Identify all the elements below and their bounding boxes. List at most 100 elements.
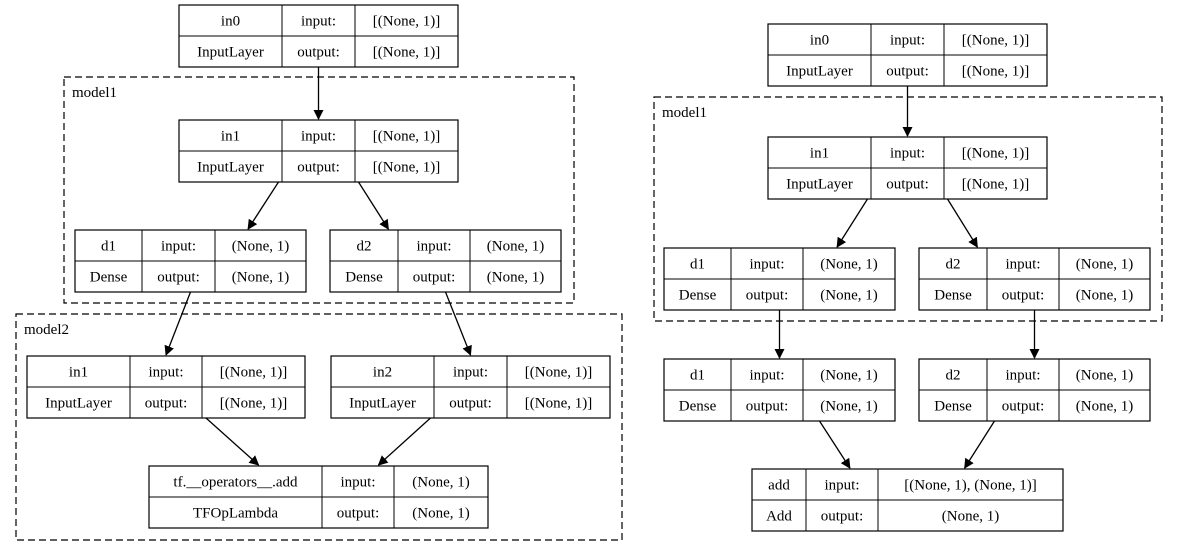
output-label: output: [1002, 288, 1045, 304]
input-shape: (None, 1) [487, 239, 544, 255]
layer-type: Dense [679, 399, 717, 415]
output-label: output: [886, 177, 929, 193]
output-label: output: [297, 160, 340, 176]
output-shape: [(None, 1)] [373, 45, 440, 61]
cluster-model2-label: model2 [24, 322, 69, 338]
cluster-model2-boundary [15, 313, 623, 541]
output-shape: (None, 1) [1076, 288, 1133, 304]
input-shape: [(None, 1)] [373, 14, 440, 30]
output-shape: [(None, 1)] [962, 177, 1029, 193]
layer-type: Dense [90, 270, 128, 286]
output-label: output: [449, 396, 492, 412]
output-shape: [(None, 1)] [525, 396, 592, 412]
output-label: output: [746, 288, 789, 304]
layer-name: in0 [810, 33, 829, 49]
layer-type: Dense [345, 270, 383, 286]
layer-name: d1 [690, 257, 705, 273]
edge-m1_d2-to-m2_in2 [444, 291, 472, 356]
input-label: input: [749, 368, 784, 384]
edge-m1_d1-to-m2_in1 [164, 291, 192, 356]
layer-name: d1 [690, 368, 705, 384]
output-shape: (None, 1) [942, 509, 999, 525]
output-shape: [(None, 1)] [373, 160, 440, 176]
output-label: output: [297, 45, 340, 61]
input-shape: [(None, 1)] [373, 129, 440, 145]
layer-type: InputLayer [786, 64, 853, 80]
output-label: output: [886, 64, 929, 80]
input-shape: (None, 1) [1076, 368, 1133, 384]
input-label: input: [890, 33, 925, 49]
input-label: input: [453, 365, 488, 381]
output-label: output: [413, 270, 456, 286]
layer-type: InputLayer [197, 160, 264, 176]
edge-m1_in1-to-m1_d1 [836, 198, 869, 248]
input-label: input: [416, 239, 451, 255]
layer-type: InputLayer [349, 396, 416, 412]
edge-m2_in2-to-m2_add [377, 417, 431, 466]
output-shape: (None, 1) [1076, 399, 1133, 415]
edge-m1_in1-to-m1_d2 [946, 198, 978, 248]
input-label: input: [749, 257, 784, 273]
layer-name: d2 [946, 257, 961, 273]
layer-name: d2 [357, 239, 372, 255]
cluster-model1-label: model1 [72, 85, 117, 101]
edge-d2-to-add [964, 420, 996, 469]
layer-name: in1 [69, 365, 88, 381]
input-shape: [(None, 1)] [525, 365, 592, 381]
output-shape: [(None, 1)] [220, 396, 287, 412]
layer-name: d1 [101, 239, 116, 255]
edge-m2_in1-to-m2_add [205, 417, 260, 466]
input-shape: (None, 1) [820, 257, 877, 273]
input-label: input: [301, 14, 336, 30]
input-shape: [(None, 1)] [220, 365, 287, 381]
layer-name: in1 [810, 146, 829, 162]
input-shape: [(None, 1)] [962, 146, 1029, 162]
output-shape: (None, 1) [412, 506, 469, 522]
layer-name: in0 [221, 14, 240, 30]
layer-name: in1 [221, 129, 240, 145]
layer-type: TFOpLambda [193, 506, 278, 522]
input-label: input: [1005, 257, 1040, 273]
edge-d1-to-add [818, 420, 851, 469]
input-shape: (None, 1) [1076, 257, 1133, 273]
output-label: output: [821, 509, 864, 525]
layer-type: Dense [679, 288, 717, 304]
input-shape: [(None, 1), (None, 1)] [904, 478, 1036, 494]
layer-type: InputLayer [45, 396, 112, 412]
input-label: input: [161, 239, 196, 255]
cluster-model1-label: model1 [662, 105, 707, 121]
layer-name: add [768, 478, 790, 494]
input-label: input: [148, 365, 183, 381]
output-shape: (None, 1) [820, 288, 877, 304]
input-label: input: [1005, 368, 1040, 384]
input-shape: [(None, 1)] [962, 33, 1029, 49]
input-label: input: [340, 475, 375, 491]
layer-type: Dense [934, 288, 972, 304]
layer-type: Dense [934, 399, 972, 415]
layer-name: in2 [373, 365, 392, 381]
layer-name: d2 [946, 368, 961, 384]
output-shape: [(None, 1)] [962, 64, 1029, 80]
output-label: output: [145, 396, 188, 412]
layer-type: Add [766, 509, 792, 525]
input-shape: (None, 1) [412, 475, 469, 491]
layer-name: tf.__operators__.add [173, 475, 298, 491]
output-label: output: [1002, 399, 1045, 415]
input-shape: (None, 1) [232, 239, 289, 255]
output-label: output: [337, 506, 380, 522]
output-shape: (None, 1) [820, 399, 877, 415]
input-label: input: [890, 146, 925, 162]
